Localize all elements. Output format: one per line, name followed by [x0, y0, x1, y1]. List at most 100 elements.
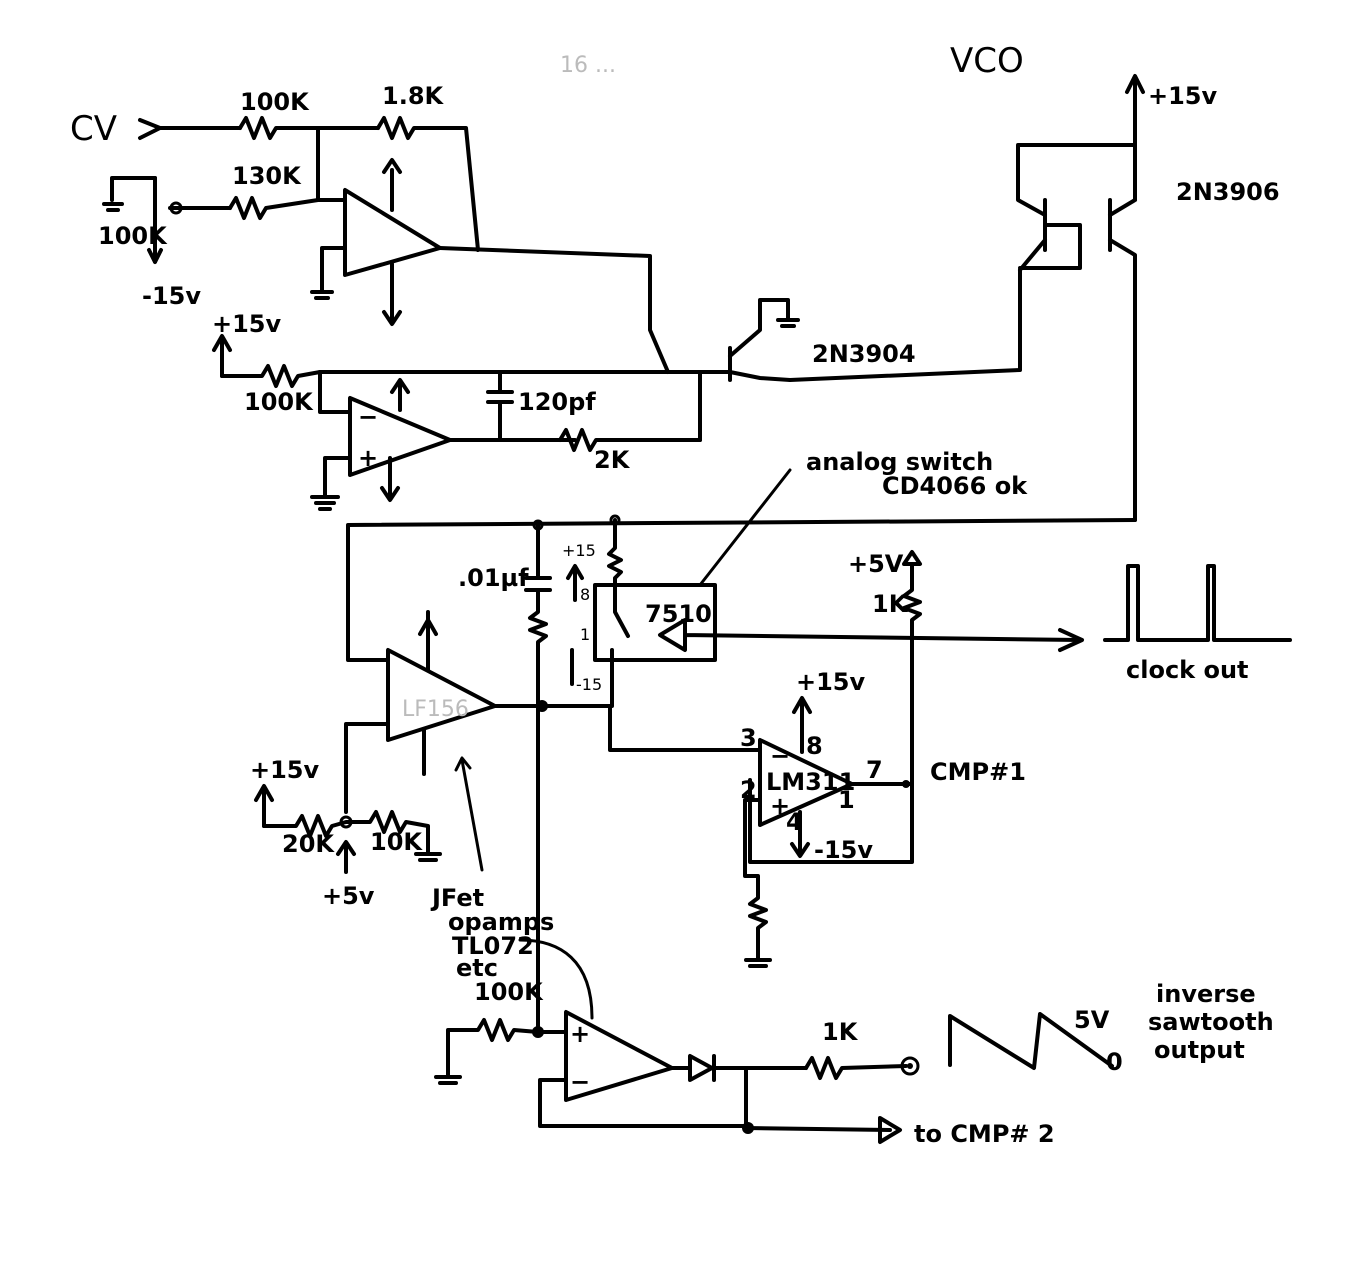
cv-arrow-icon: [138, 118, 162, 140]
supply-up-icon-3: [418, 610, 438, 672]
integrator-op-label: LF156: [402, 697, 469, 722]
comp-pin2: 2: [740, 776, 757, 804]
offset-pot: 100K -15v: [98, 176, 232, 310]
wire-npn-collector: [788, 268, 1022, 382]
cap120-label: 120pf: [518, 388, 596, 416]
pnp-label: 2N3906: [1176, 178, 1280, 206]
switch-pin1: 1: [580, 625, 590, 644]
ground-icon: [310, 246, 347, 300]
wire-to-cmp2: [744, 1068, 892, 1132]
plus15-small-label: +15: [562, 541, 596, 560]
saw-label-1: inverse: [1156, 980, 1256, 1008]
plus15-mid: +15v: [212, 310, 282, 378]
comparator-lm311: LM311 − + 3 2 8 7 4 1 +15v -15v CMP#1: [740, 668, 1026, 968]
r-buffer-label: 100K: [474, 978, 544, 1006]
wire-current-source: [346, 518, 1137, 662]
wire-to-npn: [438, 246, 670, 374]
resistor-100k-input: 100K: [238, 88, 320, 140]
supply-down-icon-2: [380, 456, 400, 502]
diode: [670, 1054, 808, 1082]
supply-up-icon: [382, 158, 402, 212]
clock-out-label: clock out: [1126, 656, 1249, 684]
r-mid-label: 100K: [244, 388, 314, 416]
plus15-small-arrow-icon: [566, 564, 584, 602]
opamp-buffer: + −: [538, 1010, 750, 1128]
r10k-label: 10K: [370, 828, 423, 856]
analog-switch-note: analog switch CD4066 ok: [698, 448, 1028, 587]
analog-switch-7510: 7510 +15 8 1 -15: [562, 514, 1084, 708]
r-offset-label: 130K: [232, 162, 302, 190]
resistor-1-8k-feedback: 1.8K: [376, 82, 480, 252]
bias-divider: +15v 20K 10K +5v: [250, 756, 442, 910]
cap001-label: .01µf: [458, 564, 529, 592]
analog-switch-label: analog switch: [806, 448, 993, 476]
resistor-100k-buffer: 100K: [434, 978, 568, 1085]
cv-input: CV: [70, 109, 242, 149]
comp-plus15-label: +15v: [796, 668, 866, 696]
r-out-label: 1K: [822, 1018, 859, 1046]
supply-up-icon-2: [390, 378, 410, 412]
plus15-top-right-label: +15v: [1148, 82, 1218, 110]
wire-nonin: [344, 722, 390, 814]
arrow-down-icon: [147, 248, 163, 264]
r20k-label: 20K: [282, 830, 335, 858]
comp-supply-up-icon: [792, 696, 812, 754]
pnp-pair-2n3906: +15v 2N3906: [1016, 74, 1280, 522]
comp-pin8: 8: [806, 732, 823, 760]
opamp-2: − +: [310, 378, 452, 511]
saw-label-2: sawtooth: [1148, 1008, 1274, 1036]
plus15-arrow-icon: [1125, 74, 1145, 147]
ground-icon-2: [310, 456, 352, 511]
wire-op2-inv: [318, 370, 352, 414]
resistor-100k-mid: 100K: [220, 364, 322, 416]
plus15-mid-label: +15v: [212, 310, 282, 338]
plus15-left-arrow-icon: [254, 784, 274, 828]
plus5v-arrow-icon: [902, 550, 922, 566]
clock-arrow-icon: [1058, 628, 1084, 652]
minus15-small-label: -15: [576, 675, 602, 694]
wire-inv-input: [316, 126, 347, 202]
resistor-1k-out: 1K: [804, 1018, 920, 1080]
npn-2n3904: 2N3904: [666, 298, 916, 382]
clock-out-waveform: clock out: [1103, 564, 1292, 684]
supply-down-icon: [382, 262, 402, 326]
comp-minus: −: [770, 742, 790, 770]
capacitor-120pf: 120pf: [486, 370, 596, 442]
r-feedback-label: 1.8K: [382, 82, 445, 110]
comp-pin7: 7: [866, 756, 883, 784]
output-jack: [900, 1056, 920, 1076]
pullup-label: 1K: [872, 590, 909, 618]
pullup-1k: +5V 1K: [748, 550, 922, 864]
r2k-label: 2K: [594, 446, 631, 474]
jfet-note-1: JFet: [430, 884, 484, 912]
plus5-bottom-arrow-icon: [336, 840, 356, 874]
comp-ref-resistor: [743, 798, 772, 968]
op2-minus: −: [358, 403, 378, 431]
cmp1-label: CMP#1: [930, 758, 1026, 786]
to-cmp2-arrow-icon: [878, 1116, 902, 1144]
buffer-minus: −: [570, 1068, 590, 1096]
op2-plus: +: [358, 444, 378, 472]
comp-pin3: 3: [740, 724, 757, 752]
pot-label: 100K: [98, 222, 168, 250]
npn-label: 2N3904: [812, 340, 916, 368]
comparator-label: LM311: [766, 768, 855, 796]
buffer-plus: +: [570, 1020, 590, 1048]
r-input-label: 100K: [240, 88, 310, 116]
capacitor-001uf: .01µf: [458, 519, 552, 712]
saw-zero-label: 0: [1106, 1048, 1123, 1076]
jfet-note-3: TL072: [452, 932, 534, 960]
minus15-top-label: -15v: [142, 282, 201, 310]
switch-part-label: CD4066 ok: [882, 472, 1028, 500]
opamp-summing: [310, 158, 442, 326]
cv-label: CV: [70, 109, 117, 149]
comp-supply-down-icon: [790, 810, 810, 858]
comp-pin1: 1: [838, 786, 855, 814]
to-cmp2-label: to CMP# 2: [914, 1120, 1055, 1148]
header-scribble: 16 ...: [560, 53, 616, 78]
opamp-integrator: LF156: [344, 610, 497, 814]
jfet-note-4: etc: [456, 954, 498, 982]
switch-pin8: 8: [580, 585, 590, 604]
